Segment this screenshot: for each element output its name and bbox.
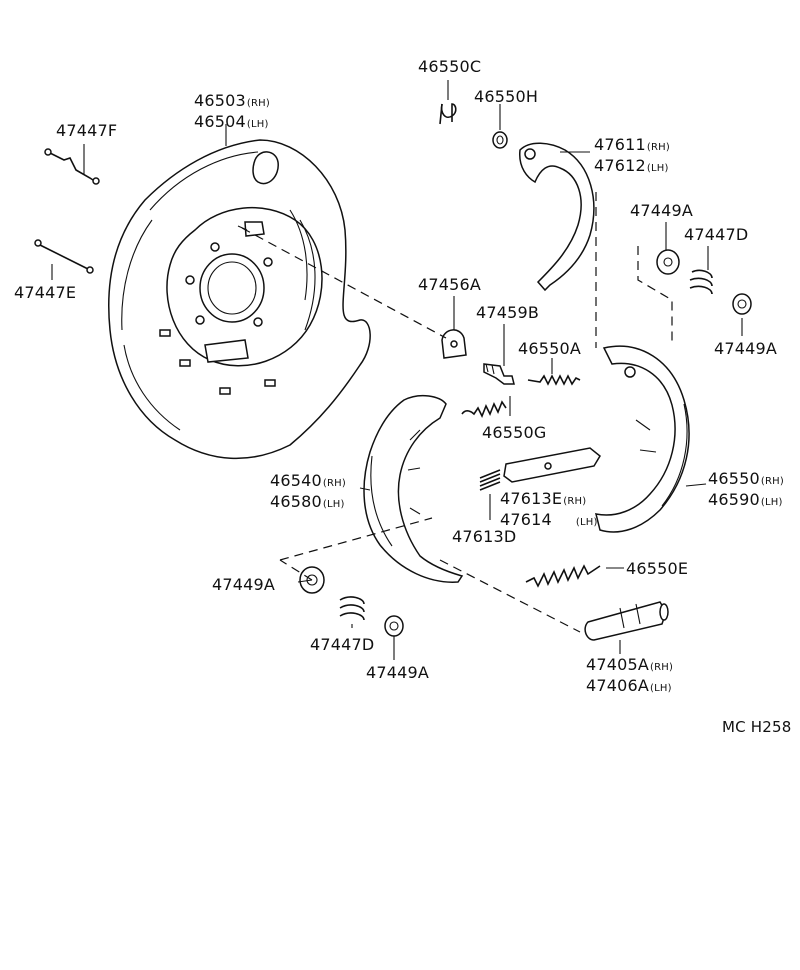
side-label: (RH) (246, 98, 270, 109)
part-label-47447D-top: 47447D (684, 226, 748, 244)
side-label: (LH) (322, 499, 345, 510)
part-label-47447F: 47447F (56, 122, 117, 140)
adjuster-screw-drawing (483, 363, 515, 385)
spring-clip-46550C-drawing (439, 103, 457, 125)
side-label: (LH) (246, 119, 269, 130)
spring-47447D-top-drawing (689, 269, 713, 295)
spring-47613D-drawing (479, 469, 501, 491)
part-number: 46550C (418, 57, 482, 76)
part-number: 46580 (270, 492, 322, 511)
brake-shoe-right-drawing (594, 345, 690, 533)
side-label: (RH) (646, 142, 670, 153)
strut-47613E-drawing (503, 447, 601, 483)
spring-47447D-bottom-drawing (339, 596, 365, 621)
part-label-47449A-top-left: 47449A (630, 202, 693, 220)
part-number: 47406A (586, 676, 650, 695)
part-number: 46550H (474, 87, 539, 106)
retainer-47449A-4-drawing (384, 615, 404, 637)
part-number: 46550G (482, 423, 547, 442)
leader-lines (51, 80, 743, 660)
part-label-47613E-47614: 47613E(RH) 47614 (LH) (500, 490, 598, 532)
spring-46550E-drawing (525, 564, 601, 588)
part-number: 47459B (476, 303, 540, 322)
diagram-code: MC H258 (722, 718, 792, 736)
link-47447F-drawing (44, 148, 100, 185)
part-number: 47613E (500, 489, 563, 508)
part-number: 47405A (586, 655, 650, 674)
part-label-47459B: 47459B (476, 304, 539, 322)
part-number: 47449A (630, 201, 694, 220)
backing-plate-drawing (108, 139, 371, 460)
part-label-46550E: 46550E (626, 560, 688, 578)
part-label-46540-46580: 46540(RH) 46580(LH) (270, 472, 346, 514)
part-number: 47613D (452, 527, 517, 546)
part-label-47449A-bottom-right: 47449A (366, 664, 429, 682)
part-label-46550C: 46550C (418, 58, 481, 76)
plate-47456A-drawing (441, 329, 467, 359)
part-number: 47611 (594, 135, 646, 154)
part-number: 47449A (366, 663, 430, 682)
part-label-47447D-bottom: 47447D (310, 636, 374, 654)
part-number: 47447D (684, 225, 749, 244)
part-number: 46590 (708, 490, 760, 509)
assembly-lines (241, 192, 673, 633)
part-label-47613D: 47613D (452, 528, 516, 546)
spring-46550G-drawing (461, 400, 507, 418)
part-label-46503-46504: 46503(RH) 46504(LH) (194, 92, 270, 134)
part-label-47405A-47406A: 47405A(RH) 47406A(LH) (586, 656, 673, 698)
part-number: 46550A (518, 339, 582, 358)
part-number: 47449A (212, 575, 276, 594)
part-label-47447E: 47447E (14, 284, 76, 302)
part-label-47456A: 47456A (418, 276, 481, 294)
part-number: 46503 (194, 91, 246, 110)
side-label: (RH) (322, 478, 346, 489)
side-label: (LH) (650, 683, 672, 694)
side-label: (LH) (760, 497, 783, 508)
part-number: 47449A (714, 339, 778, 358)
part-label-47611-47612: 47611(RH) 47612(LH) (594, 136, 670, 178)
part-label-46550A: 46550A (518, 340, 581, 358)
parking-lever-drawing (519, 142, 595, 292)
wheel-cylinder-drawing (584, 601, 669, 641)
brake-shoe-left-drawing (363, 394, 464, 583)
retainer-47449A-1-drawing (656, 249, 680, 275)
side-label: (RH) (563, 496, 587, 507)
part-number: 47447E (14, 283, 77, 302)
part-number: 46550 (708, 469, 760, 488)
part-label-47449A-top-right: 47449A (714, 340, 777, 358)
part-label-47449A-bottom-left: 47449A (212, 576, 275, 594)
side-label: (RH) (650, 662, 674, 673)
side-label: (LH) (646, 163, 669, 174)
part-number: 47447F (56, 121, 118, 140)
side-label: (RH) (760, 476, 784, 487)
part-label-46550-46590: 46550(RH) 46590(LH) (708, 470, 784, 512)
part-number: 46540 (270, 471, 322, 490)
part-number: 46504 (194, 112, 246, 131)
part-number: 47456A (418, 275, 482, 294)
spring-46550A-drawing (527, 374, 581, 386)
pin-47447E-drawing (34, 239, 94, 274)
washer-46550H-drawing (492, 131, 508, 149)
part-label-46550G: 46550G (482, 424, 547, 442)
part-number: 47614 (500, 510, 552, 529)
part-label-46550H: 46550H (474, 88, 538, 106)
retainer-47449A-2-drawing (732, 293, 752, 315)
part-number: 47612 (594, 156, 646, 175)
side-label: (LH) (575, 517, 598, 528)
part-number: 46550E (626, 559, 689, 578)
part-number: 47447D (310, 635, 375, 654)
